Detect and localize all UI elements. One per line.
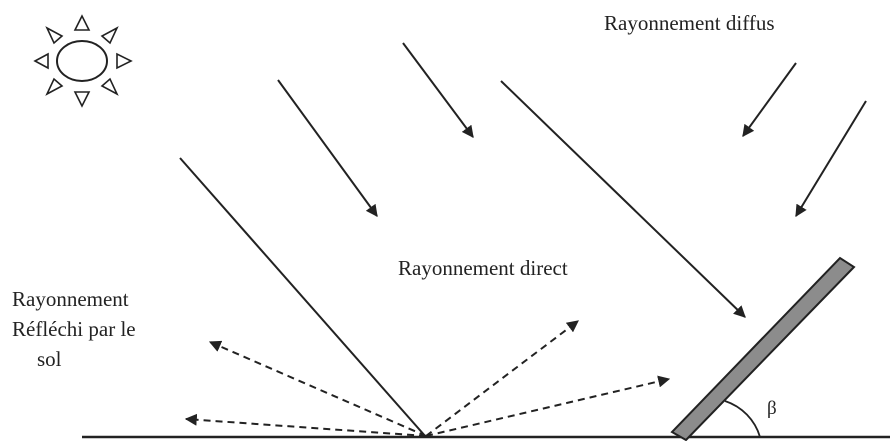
reflected-rays [184, 320, 671, 437]
reflected-radiation-label-line3: sol [37, 347, 62, 371]
reflected-radiation-label-line1: Rayonnement [12, 287, 129, 311]
reflected-ray-upleft [208, 340, 427, 437]
tilt-angle-arc [724, 400, 761, 438]
reflected-ray-left [184, 413, 427, 437]
diffuse-ray-1 [742, 62, 797, 137]
solar-panel [670, 256, 856, 441]
diffuse-ray-2 [795, 100, 867, 218]
direct-ray-to-panel [500, 80, 746, 318]
diffuse-radiation-label: Rayonnement diffus [604, 11, 775, 35]
diffuse-rays [742, 62, 867, 218]
direct-rays [179, 42, 746, 438]
direct-ray-1 [277, 79, 378, 217]
direct-radiation-label: Rayonnement direct [398, 256, 568, 280]
reflected-ray-up [425, 320, 579, 437]
tilt-angle-label: β [767, 398, 777, 419]
reflected-ray-right [425, 375, 671, 437]
sun-icon [33, 14, 133, 108]
direct-ray-to-ground [179, 157, 427, 438]
direct-ray-2 [402, 42, 474, 138]
reflected-radiation-label-line2: Réfléchi par le [12, 317, 136, 341]
